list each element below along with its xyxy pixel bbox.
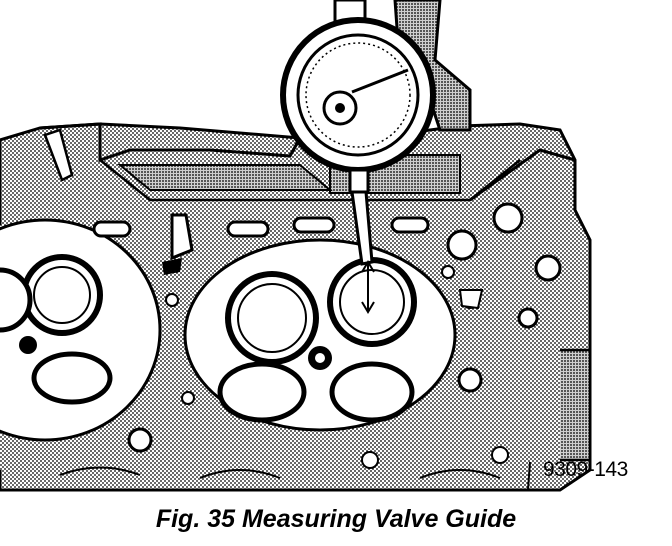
figure-reference-code: 9309-143: [543, 458, 628, 481]
dial-indicator-icon: [280, 0, 472, 314]
figure-caption: Fig. 35 Measuring Valve Guide: [155, 505, 517, 533]
cylinder-head-icon: [0, 122, 592, 492]
cylinder-head-illustration: [0, 0, 592, 492]
reference-bracket: [527, 461, 531, 491]
